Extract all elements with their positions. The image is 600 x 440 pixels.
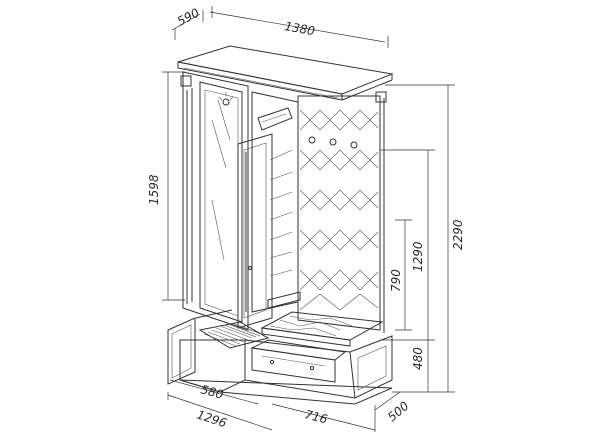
shoe-rack-interior (251, 91, 301, 313)
dim-height-total: 2290 (451, 219, 465, 250)
lower-left-cabinet (167, 309, 393, 405)
dim-mid: 790 (389, 269, 403, 292)
dim-depth-top: 590 (175, 5, 202, 28)
dim-bottom-580: 580 (199, 382, 225, 402)
seat-bench (244, 311, 393, 399)
dim-seat: 480 (411, 347, 425, 370)
tufted-back-panel (297, 91, 387, 333)
dimension-lines (162, 6, 455, 432)
dim-depth-bottom: 500 (385, 399, 412, 425)
dim-bottom-1296: 1296 (195, 408, 229, 431)
dim-width-top: 1380 (283, 19, 316, 38)
dim-hook-panel: 1290 (411, 241, 425, 272)
dim-bottom-716: 716 (303, 407, 329, 426)
open-door (237, 133, 273, 329)
dim-height-left: 1598 (147, 174, 161, 205)
cabinet-cornice (177, 45, 394, 101)
